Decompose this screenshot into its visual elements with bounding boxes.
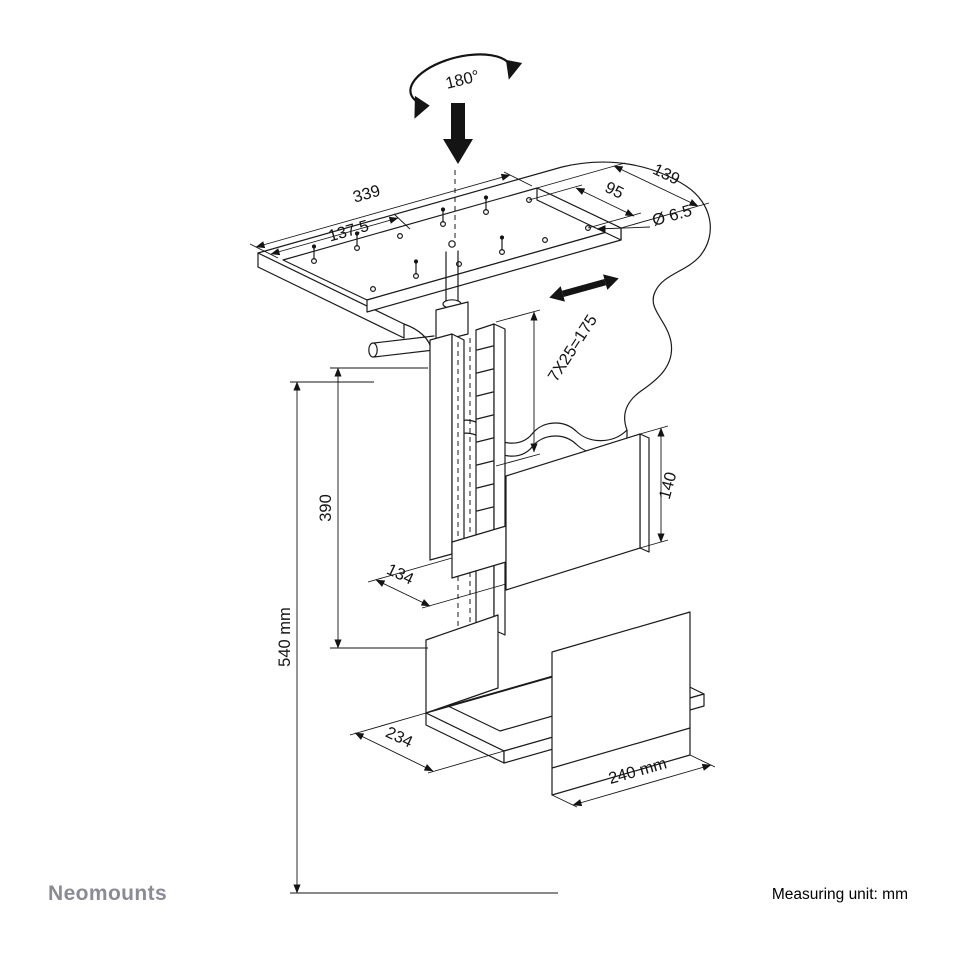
- dim-label-140: 140: [656, 470, 681, 501]
- cpu-holder: [425, 433, 705, 796]
- height-adjust-slots: [476, 345, 494, 512]
- brand-logo: Neomounts: [48, 882, 168, 905]
- left-upright: [425, 614, 499, 714]
- rotation-arrow-icon: 180°: [409, 53, 523, 119]
- down-arrow-icon: [443, 103, 473, 164]
- dim-390: 390: [317, 367, 428, 649]
- pivot-rod: [368, 335, 435, 358]
- dim-label-234: 234: [383, 723, 416, 751]
- dim-label-339: 339: [351, 182, 382, 207]
- rotation-angle-label: 180°: [444, 67, 481, 93]
- dim-540: 540 mm: [276, 381, 558, 894]
- dim-label-390: 390: [317, 494, 335, 522]
- slide-arrow-icon: [549, 274, 619, 302]
- dim-label-134: 134: [384, 560, 417, 588]
- measuring-unit-note: Measuring unit: mm: [771, 886, 908, 903]
- dim-label-540: 540 mm: [276, 607, 294, 667]
